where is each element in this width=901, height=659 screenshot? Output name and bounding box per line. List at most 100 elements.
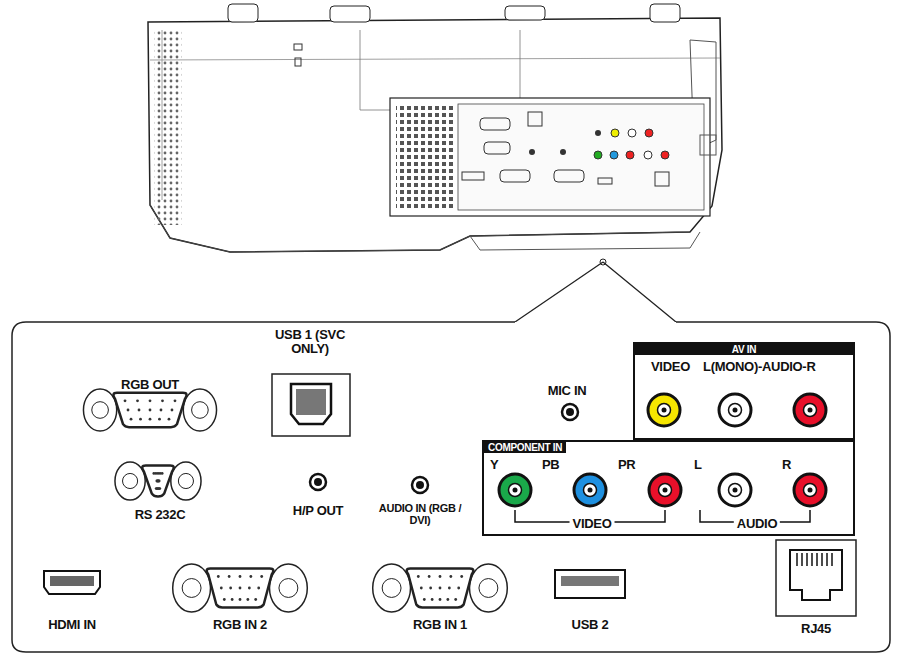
audio-jack: [804, 484, 817, 497]
rs232c-connector: [142, 465, 174, 496]
rj45-pin: [806, 553, 808, 566]
rgb-in-1-connector: [417, 575, 420, 578]
usb1-port: [296, 389, 326, 415]
rgb-in-2-connector: [173, 564, 211, 612]
port-label: H/P OUT: [293, 504, 343, 518]
audio-jack: [804, 404, 817, 417]
port-label: RS 232C: [135, 508, 186, 522]
rgb-out-connector: [174, 399, 177, 402]
rgb-out-connector: [138, 409, 141, 412]
rgb-in-2-connector: [173, 564, 308, 612]
port-label: USB 1 (SVC ONLY): [265, 328, 355, 357]
rgb-out-connector: [168, 418, 171, 421]
headphone-jack: [314, 478, 322, 486]
rgb-out-connector: [124, 399, 127, 402]
rgb-in-2-connector: [248, 587, 251, 590]
port-label: R: [782, 458, 791, 472]
rj45-pin: [796, 553, 798, 566]
rgb-in-2-connector: [270, 564, 308, 612]
audio-jack: [808, 408, 813, 413]
rgb-in-2-connector: [182, 579, 201, 598]
component-jack: [499, 474, 531, 506]
port-label: MIC IN: [548, 384, 587, 398]
mic-in-jack: [562, 404, 578, 420]
rj45-port: [790, 550, 842, 600]
component-jack: [584, 484, 597, 497]
rs232c-connector: [155, 487, 158, 490]
group-label: VIDEO: [570, 517, 615, 531]
rgb-out-connector: [136, 399, 139, 402]
rgb-out-connector: [83, 389, 116, 431]
rj45-pin: [816, 553, 818, 566]
rgb-in-1-connector: [407, 569, 474, 608]
rs232c-connector: [156, 487, 159, 490]
rgb-in-1-connector: [382, 579, 401, 598]
rs232c-connector: [178, 473, 193, 488]
usb2-port: [555, 570, 625, 598]
port-label: PB: [542, 458, 559, 472]
audio-jack: [808, 488, 813, 493]
rgb-in-2-connector: [223, 598, 226, 601]
rgb-out-connector: [149, 418, 152, 421]
usb2-port: [561, 576, 619, 586]
rgb-in-2-connector: [229, 587, 232, 590]
input-group-box: COMPONENT INYPBPRLRVIDEOAUDIO: [482, 440, 855, 536]
rgb-in-1-connector: [479, 579, 498, 598]
port-box: USB 1 (SVC ONLY): [262, 326, 358, 438]
mic-in-jack: [566, 408, 574, 416]
hdmi-port: [50, 576, 94, 586]
component-jack: [513, 488, 518, 493]
rgb-out-connector: [192, 402, 209, 419]
rgb-in-2-connector: [254, 598, 257, 601]
port-label: AUDIO IN (RGB / DVI): [375, 502, 465, 526]
rgb-out-connector: [183, 389, 216, 431]
rgb-in-1-connector: [457, 587, 460, 590]
video-jack: [648, 394, 680, 426]
rgb-in-2-connector: [260, 575, 263, 578]
rgb-in-2-connector: [228, 575, 231, 578]
audio-jack: [794, 474, 826, 506]
hdmi-port: [44, 571, 100, 594]
audio-in-jack: [416, 481, 424, 489]
port-box: RJ45: [776, 540, 856, 640]
rgb-in-1-connector: [373, 564, 508, 612]
rj45-pin: [831, 553, 833, 566]
port-label: RGB IN 1: [413, 618, 467, 632]
rgb-in-1-connector: [439, 598, 442, 601]
audio-jack: [733, 408, 738, 413]
rgb-in-1-connector: [420, 587, 423, 590]
component-jack: [574, 474, 606, 506]
rgb-out-connector: [92, 402, 109, 419]
rs232c-connector: [157, 480, 160, 483]
audio-in-jack: [412, 477, 428, 493]
rgb-in-1-connector: [449, 575, 452, 578]
port-label: RGB IN 2: [213, 618, 267, 632]
rs232c-connector: [171, 462, 201, 500]
port-label: RJ45: [801, 622, 831, 636]
rgb-in-1-connector: [431, 598, 434, 601]
rgb-in-2-connector: [231, 598, 234, 601]
rs232c-connector: [161, 472, 164, 475]
rgb-in-2-connector: [249, 575, 252, 578]
rgb-in-2-connector: [246, 598, 249, 601]
rgb-in-2-connector: [257, 587, 260, 590]
rgb-in-1-connector: [460, 575, 463, 578]
rgb-in-1-connector: [448, 587, 451, 590]
rgb-in-1-connector: [454, 598, 457, 601]
rj45-pin: [801, 553, 803, 566]
port-label: PR: [618, 458, 635, 472]
rgb-in-1-connector: [446, 598, 449, 601]
rs232c-connector: [115, 462, 201, 500]
rgb-out-connector: [161, 399, 164, 402]
rj45-pin: [811, 553, 813, 566]
rgb-out-connector: [171, 409, 174, 412]
group-label: AUDIO: [734, 517, 780, 531]
audio-jack: [729, 484, 742, 497]
rgb-in-1-connector: [439, 575, 442, 578]
audio-jack: [719, 394, 751, 426]
rs232c-connector: [158, 480, 161, 483]
rgb-in-1-connector: [470, 564, 508, 612]
component-jack: [509, 484, 522, 497]
rgb-in-1-connector: [429, 587, 432, 590]
